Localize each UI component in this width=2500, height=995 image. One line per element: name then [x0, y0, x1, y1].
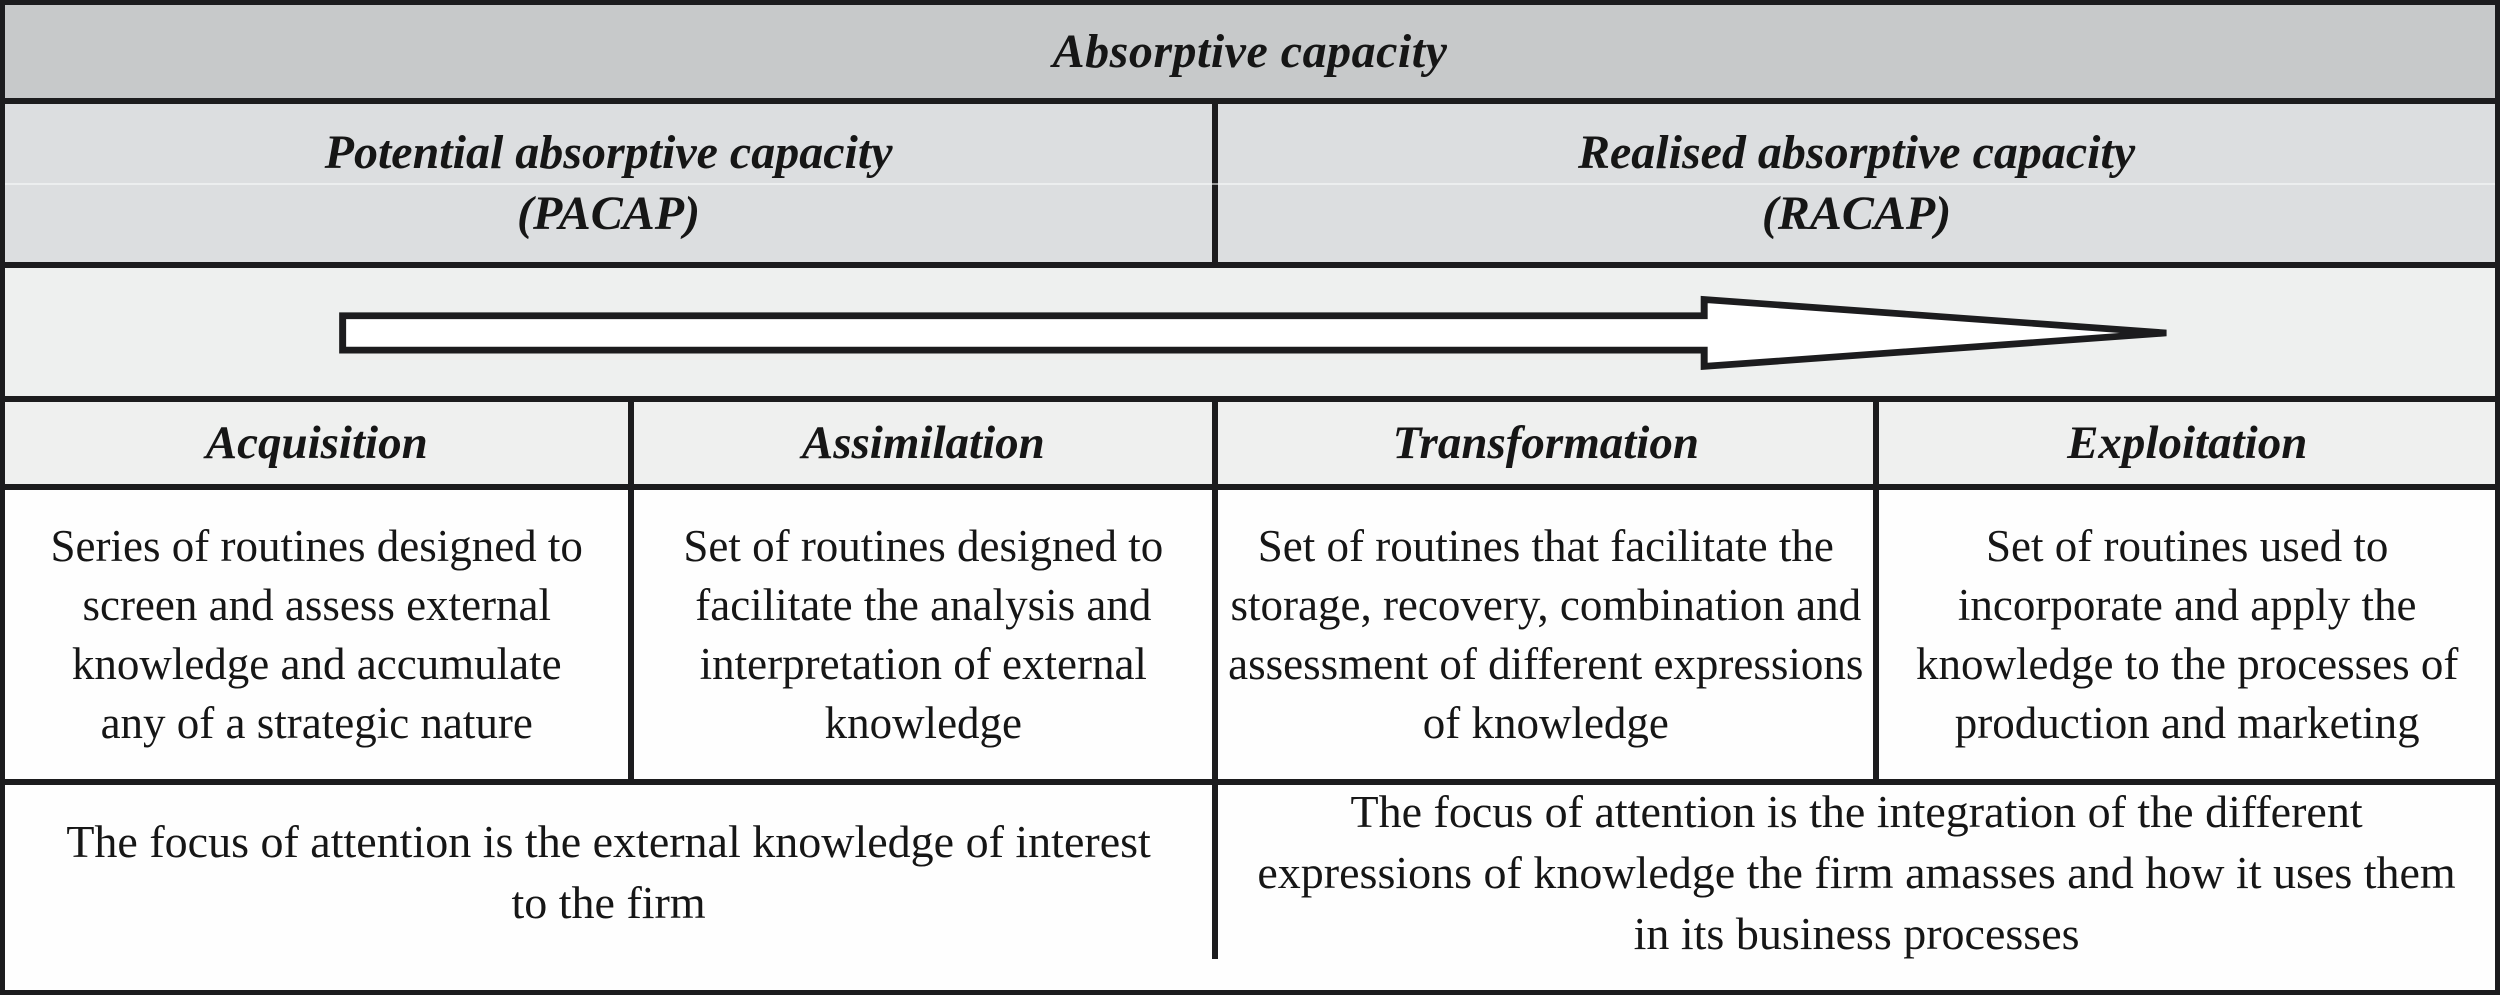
group-cell-racap: Realised absorptive capacity (RACAP) — [1212, 104, 2495, 262]
right-arrow-icon — [339, 295, 2167, 370]
focus-cell-racap: The focus of attention is the integratio… — [1212, 785, 2495, 959]
column-header-exploitation: Exploitation — [1873, 402, 2495, 484]
group-abbr-pacap: (PACAP) — [517, 187, 701, 241]
description-text: Set of routines used to incorporate and … — [1916, 520, 2459, 748]
column-header-acquisition: Acquisition — [5, 402, 628, 484]
focus-text: The focus of attention is the integratio… — [1257, 785, 2456, 959]
description-text: Series of routines designed to screen an… — [50, 520, 583, 748]
diagram-title: Absorptive capacity — [1052, 25, 1448, 78]
description-cell-assimilation: Set of routines designed to facilitate t… — [628, 490, 1212, 779]
arrow-cell — [5, 268, 2495, 396]
description-text: Set of routines designed to facilitate t… — [683, 520, 1164, 748]
title-band: Absorptive capacity — [5, 5, 2495, 98]
column-header-label: Transformation — [1392, 417, 1700, 469]
column-header-band: Acquisition Assimilation Transformation … — [5, 396, 2495, 484]
column-header-assimilation: Assimilation — [628, 402, 1212, 484]
group-name-racap: Realised absorptive capacity — [1577, 125, 2136, 179]
group-name-pacap: Potential absorptive capacity — [324, 125, 893, 179]
column-header-label: Acquisition — [205, 417, 428, 469]
description-cell-exploitation: Set of routines used to incorporate and … — [1873, 490, 2495, 779]
group-band: Potential absorptive capacity (PACAP) Re… — [5, 98, 2495, 262]
column-header-transformation: Transformation — [1212, 402, 1873, 484]
focus-band: The focus of attention is the external k… — [5, 779, 2495, 959]
focus-text: The focus of attention is the external k… — [66, 816, 1151, 928]
column-header-label: Exploitation — [2067, 417, 2308, 469]
group-cell-pacap: Potential absorptive capacity (PACAP) — [5, 104, 1212, 262]
description-band: Series of routines designed to screen an… — [5, 484, 2495, 779]
description-cell-transformation: Set of routines that facilitate the stor… — [1212, 490, 1873, 779]
description-cell-acquisition: Series of routines designed to screen an… — [5, 490, 628, 779]
group-abbr-racap: (RACAP) — [1761, 187, 1952, 241]
arrow-band — [5, 262, 2495, 396]
focus-cell-pacap: The focus of attention is the external k… — [5, 785, 1212, 959]
description-text: Set of routines that facilitate the stor… — [1228, 520, 1864, 748]
column-header-label: Assimilation — [801, 417, 1045, 469]
